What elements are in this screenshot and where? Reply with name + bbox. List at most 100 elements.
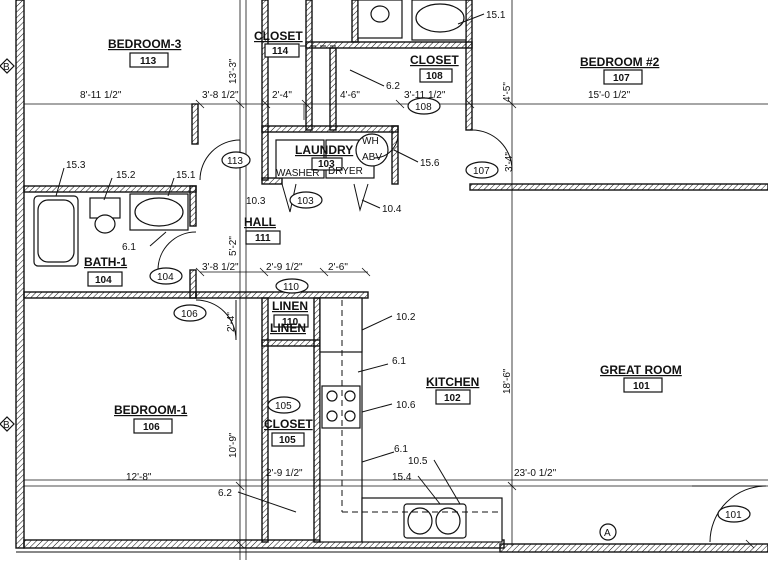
door-tag-101: 101 [717,505,751,523]
room-name: BEDROOM-3 [108,37,182,51]
svg-text:10.4: 10.4 [382,204,402,215]
svg-text:6.1: 6.1 [392,356,406,367]
room-laundry: LAUNDRY 103 WASHER DRYER WH ABV [276,136,382,179]
svg-text:BEDROOM-1: BEDROOM-1 [114,403,188,417]
svg-text:111: 111 [255,233,271,244]
svg-text:LINEN: LINEN [270,321,306,335]
room-kitchen: KITCHEN 102 [426,375,479,405]
room-bedroom-3: BEDROOM-3 113 [108,37,182,68]
svg-text:107: 107 [473,166,490,177]
svg-text:BATH-1: BATH-1 [84,255,127,269]
svg-text:15'-0 1/2": 15'-0 1/2" [588,90,631,101]
svg-text:101: 101 [725,510,742,521]
room-hall: HALL 111 [244,215,281,245]
svg-text:5'-2": 5'-2" [228,236,239,256]
svg-text:2'-6": 2'-6" [328,262,348,273]
svg-text:4'-5": 4'-5" [502,82,513,102]
svg-text:107: 107 [613,73,630,84]
svg-text:DRYER: DRYER [328,166,363,177]
svg-text:6.1: 6.1 [122,242,136,253]
svg-text:106: 106 [143,422,160,433]
svg-text:2'-4": 2'-4" [226,312,237,332]
svg-text:104: 104 [157,272,174,283]
svg-text:108: 108 [426,71,443,82]
top-bath-fixtures [357,0,467,41]
cooktop [326,390,356,422]
svg-text:3'-4": 3'-4" [504,152,515,172]
svg-text:B: B [3,62,10,73]
dimension-labels: 8'-11 1/2" 3'-8 1/2" 2'-4" 4'-6" 3'-11 1… [80,58,631,483]
door-tag-105: 105 [267,396,301,414]
svg-text:15.1: 15.1 [486,10,506,21]
svg-text:110: 110 [283,282,299,293]
svg-text:13'-3": 13'-3" [228,58,239,84]
svg-text:B: B [3,420,10,431]
svg-text:105: 105 [279,435,296,446]
svg-text:108: 108 [415,102,432,113]
svg-text:15.6: 15.6 [420,158,440,169]
svg-text:15.2: 15.2 [116,170,136,181]
room-linen: LINEN 110 LINEN [270,299,309,335]
leader-lines [55,13,485,513]
svg-text:101: 101 [633,381,650,392]
svg-text:3'-8 1/2": 3'-8 1/2" [202,90,239,101]
svg-text:HALL: HALL [244,215,276,229]
svg-text:BEDROOM #2: BEDROOM #2 [580,55,660,69]
svg-text:3'-11 1/2": 3'-11 1/2" [404,90,446,101]
room-bedroom-1: BEDROOM-1 106 [114,403,188,434]
door-tag-108: 108 [407,97,441,115]
svg-text:CLOSET: CLOSET [254,29,303,43]
svg-text:WASHER: WASHER [276,168,320,179]
svg-text:3'-8 1/2": 3'-8 1/2" [202,262,239,273]
svg-text:KITCHEN: KITCHEN [426,375,479,389]
svg-text:113: 113 [227,156,243,167]
room-bedroom-2: BEDROOM #2 107 [580,55,660,85]
svg-text:102: 102 [444,393,461,404]
dimension-ticks [195,99,755,549]
svg-text:10.6: 10.6 [396,400,416,411]
room-closet-108: CLOSET 108 [410,53,459,83]
door-tag-103: 103 [289,191,323,209]
svg-text:LINEN: LINEN [272,299,308,313]
svg-text:106: 106 [181,309,198,320]
svg-text:2'-9 1/2": 2'-9 1/2" [266,468,303,479]
svg-text:103: 103 [297,196,314,207]
svg-text:CLOSET: CLOSET [410,53,459,67]
room-closet-114: CLOSET 114 [254,29,303,58]
door-tag-113: 113 [221,151,251,169]
svg-text:GREAT ROOM: GREAT ROOM [600,363,682,377]
room-closet-105: CLOSET 105 [264,417,313,447]
svg-text:104: 104 [95,275,112,286]
interior-walls [23,0,768,543]
bath-fixtures [33,193,189,267]
svg-text:WH: WH [362,136,379,147]
svg-text:15.4: 15.4 [392,472,412,483]
svg-text:18'-6": 18'-6" [502,368,513,394]
svg-text:10.5: 10.5 [408,456,428,467]
svg-text:6.2: 6.2 [386,81,400,92]
svg-text:ABV: ABV [362,152,382,163]
svg-text:6.1: 6.1 [394,444,408,455]
svg-text:10'-9": 10'-9" [228,432,239,458]
door-tag-106: 106 [173,304,207,322]
svg-text:23'-0 1/2": 23'-0 1/2" [514,468,557,479]
svg-text:A: A [604,528,611,539]
svg-text:114: 114 [272,46,289,57]
svg-text:15.3: 15.3 [66,160,86,171]
svg-text:2'-9 1/2": 2'-9 1/2" [266,262,303,273]
svg-text:110: 110 [282,317,299,328]
svg-text:103: 103 [318,159,335,170]
svg-text:2'-4": 2'-4" [272,90,292,101]
room-great-room: GREAT ROOM 101 [600,363,682,393]
room-number: 113 [140,56,157,67]
door-tag-104: 104 [149,267,183,285]
svg-text:6.2: 6.2 [218,488,232,499]
svg-text:LAUNDRY: LAUNDRY [295,143,353,157]
svg-text:4'-6": 4'-6" [340,90,360,101]
grid-marker-a-bottom: A [599,523,617,541]
door-tag-110: 110 [275,278,309,294]
svg-text:105: 105 [275,401,292,412]
svg-text:CLOSET: CLOSET [264,417,313,431]
room-bath-1: BATH-1 104 [84,255,127,287]
